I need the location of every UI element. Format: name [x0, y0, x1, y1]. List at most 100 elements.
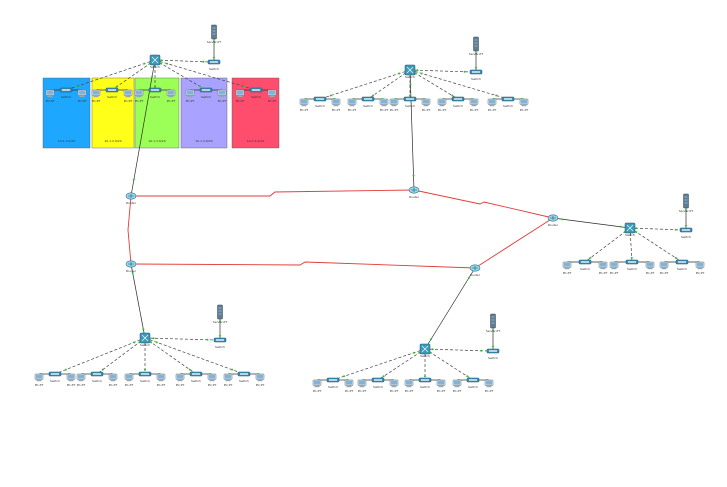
pc[interactable]: PC-PT: [389, 379, 399, 393]
pc[interactable]: PC-PT: [404, 379, 414, 393]
pc[interactable]: PC-PT: [344, 379, 354, 393]
access-switch[interactable]: Switch: [313, 96, 327, 108]
pc[interactable]: PC-PT: [389, 98, 399, 112]
pc[interactable]: PC-PT: [357, 379, 367, 393]
server[interactable]: Server-PT: [679, 193, 694, 213]
pc[interactable]: PC-PT: [645, 261, 655, 275]
server[interactable]: Server-PT: [486, 313, 501, 333]
pc[interactable]: PC-PT: [484, 379, 494, 393]
access-switch[interactable]: Switch: [249, 87, 263, 99]
access-switch[interactable]: Switch: [501, 96, 515, 108]
server-switch[interactable]: Switch: [213, 337, 227, 349]
pc-label: PC-PT: [218, 99, 227, 103]
access-switch[interactable]: Switch: [418, 377, 432, 389]
pc[interactable]: PC-PT: [519, 98, 529, 112]
pc-label: PC-PT: [358, 389, 367, 393]
pc[interactable]: PC-PT: [452, 379, 462, 393]
pc[interactable]: PC-PT: [108, 373, 118, 387]
pc[interactable]: PC-PT: [609, 261, 619, 275]
vlan-zone-3: [134, 77, 180, 149]
pc[interactable]: PC-PT: [379, 98, 389, 112]
pc[interactable]: PC-PT: [34, 373, 44, 387]
router-r2[interactable]: Router: [125, 260, 137, 273]
port-status-dot: [630, 256, 633, 259]
trunk-link: [629, 227, 633, 263]
access-switch[interactable]: Switch: [199, 87, 213, 99]
pc[interactable]: PC-PT: [45, 89, 55, 103]
pc[interactable]: PC-PT: [312, 379, 322, 393]
access-switch[interactable]: Switch: [675, 259, 689, 271]
server-switch[interactable]: Switch: [679, 227, 693, 239]
pc-icon: [487, 98, 497, 107]
trunk-link: [54, 337, 146, 375]
server[interactable]: Server-PT: [207, 24, 222, 44]
pc-label: PC-PT: [348, 108, 357, 112]
server-switch[interactable]: Switch: [207, 59, 221, 71]
router-r3[interactable]: Router: [408, 186, 420, 199]
pc[interactable]: PC-PT: [76, 373, 86, 387]
access-switch[interactable]: Switch: [148, 87, 162, 99]
server[interactable]: Server-PT: [469, 36, 484, 56]
pc[interactable]: PC-PT: [347, 98, 357, 112]
access-switch[interactable]: Switch: [237, 371, 251, 383]
router-r4[interactable]: Router: [547, 214, 559, 227]
pc-icon: [156, 373, 166, 382]
access-switch[interactable]: Switch: [90, 371, 104, 383]
core-multilayer-switch[interactable]: Switch: [404, 64, 416, 79]
pc[interactable]: PC-PT: [235, 89, 245, 103]
access-switch[interactable]: Switch: [189, 371, 203, 383]
port-status-dot: [202, 60, 205, 63]
pc-icon: [124, 373, 134, 382]
core-multilayer-switch[interactable]: Switch: [139, 332, 151, 347]
access-switch[interactable]: Switch: [105, 87, 119, 99]
access-switch[interactable]: Switch: [361, 96, 375, 108]
core-multilayer-switch[interactable]: Switch: [419, 343, 431, 358]
pc[interactable]: PC-PT: [598, 261, 608, 275]
access-switch[interactable]: Switch: [59, 87, 73, 99]
access-switch[interactable]: Switch: [466, 377, 480, 389]
pc[interactable]: PC-PT: [175, 373, 185, 387]
pc[interactable]: PC-PT: [659, 261, 669, 275]
server-switch[interactable]: Switch: [469, 69, 483, 81]
pc[interactable]: PC-PT: [255, 373, 265, 387]
pc[interactable]: PC-PT: [267, 89, 277, 103]
access-switch[interactable]: Switch: [578, 259, 592, 271]
core-multilayer-switch[interactable]: Switch: [149, 54, 161, 69]
pc[interactable]: PC-PT: [469, 98, 479, 112]
pc[interactable]: PC-PT: [207, 373, 217, 387]
core-multilayer-switch[interactable]: Switch: [624, 222, 636, 237]
access-switch[interactable]: Switch: [451, 96, 465, 108]
pc[interactable]: PC-PT: [123, 89, 133, 103]
pc[interactable]: PC-PT: [66, 373, 76, 387]
pc[interactable]: PC-PT: [437, 98, 447, 112]
pc[interactable]: PC-PT: [185, 89, 195, 103]
pc[interactable]: PC-PT: [124, 373, 134, 387]
access-switch[interactable]: Switch: [371, 377, 385, 389]
access-switch[interactable]: Switch: [48, 371, 62, 383]
pc[interactable]: PC-PT: [134, 89, 144, 103]
router-r1[interactable]: Router: [125, 192, 137, 205]
pc[interactable]: PC-PT: [299, 98, 309, 112]
server[interactable]: Server-PT: [213, 304, 228, 324]
pc[interactable]: PC-PT: [562, 261, 572, 275]
pc[interactable]: PC-PT: [166, 89, 176, 103]
pc[interactable]: PC-PT: [156, 373, 166, 387]
access-switch[interactable]: Switch: [326, 377, 340, 389]
pc[interactable]: PC-PT: [487, 98, 497, 112]
access-switch[interactable]: Switch: [625, 259, 639, 271]
pc[interactable]: PC-PT: [217, 89, 227, 103]
pc[interactable]: PC-PT: [695, 261, 705, 275]
pc[interactable]: PC-PT: [223, 373, 233, 387]
pc[interactable]: PC-PT: [436, 379, 446, 393]
pc[interactable]: PC-PT: [77, 89, 87, 103]
server-switch[interactable]: Switch: [486, 348, 500, 360]
access-switch[interactable]: Switch: [403, 96, 417, 108]
pc[interactable]: PC-PT: [421, 98, 431, 112]
pc[interactable]: PC-PT: [91, 89, 101, 103]
pc[interactable]: PC-PT: [331, 98, 341, 112]
port-status-dot: [412, 174, 415, 177]
access-switch[interactable]: Switch: [138, 371, 152, 383]
router-r5[interactable]: Router: [469, 264, 481, 277]
server-switch-icon: [679, 227, 693, 233]
